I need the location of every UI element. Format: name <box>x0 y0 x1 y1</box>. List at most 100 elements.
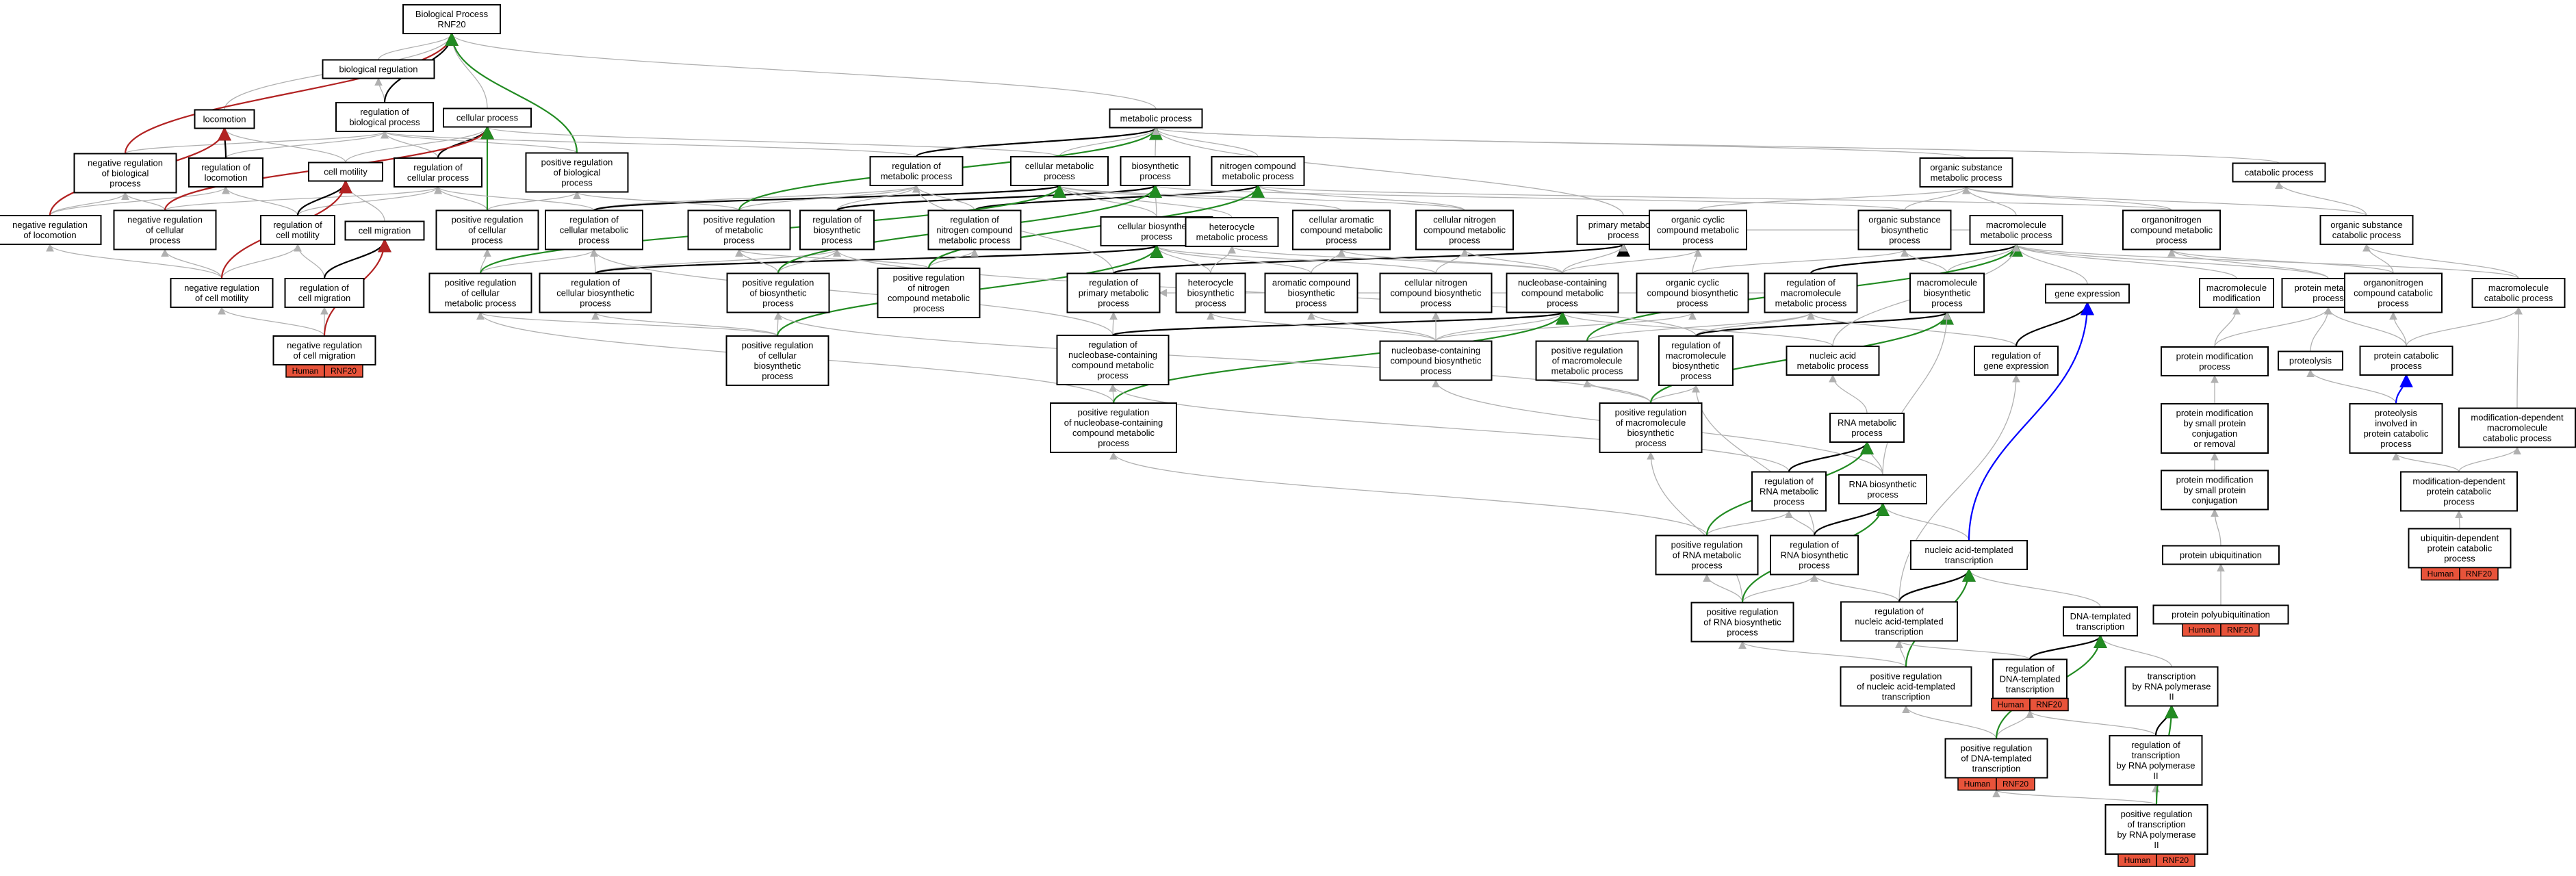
go-term-node-cellmig[interactable]: cell migration <box>344 220 425 241</box>
go-term-label-line: regulation of <box>812 215 862 225</box>
go-term-label-line: cellular metabolic <box>560 225 629 235</box>
go-term-node-catab[interactable]: catabolic process <box>2232 162 2326 183</box>
go-term-label-line: compound metabolic <box>1424 225 1506 235</box>
go-term-node-moddepmcp[interactable]: modification-dependentmacromoleculecatab… <box>2458 407 2576 448</box>
go-term-box <box>2161 403 2269 454</box>
go-term-node-geneexp[interactable]: gene expression <box>2045 283 2130 304</box>
go-term-node-protubiq[interactable]: protein ubiquitination <box>2162 545 2280 565</box>
go-term-box <box>1751 471 1827 512</box>
go-term-node-proteolysis[interactable]: proteolysis <box>2278 350 2343 371</box>
edge-is-a-protcat-to-mcp <box>2406 306 2523 347</box>
go-term-node-cellproc[interactable]: cellular process <box>443 107 532 128</box>
go-term-node-protpolyubiq[interactable]: protein polyubiquitination <box>2152 604 2289 625</box>
go-term-label-line: organic substance <box>1868 215 1941 225</box>
go-term-node-regmbp[interactable]: regulation ofmacromoleculebiosyntheticpr… <box>1658 335 1734 386</box>
go-term-label-line: metabolic process <box>1931 172 2002 183</box>
go-term-label-line: RNA metabolic <box>1760 487 1818 497</box>
edge-is-a-posregmbp-to-posregbsp <box>774 311 1651 404</box>
edge-regulates-reggeneexp-to-geneexp <box>2015 301 2094 347</box>
go-term-node-loco[interactable]: locomotion <box>194 109 255 129</box>
go-term-node-cellmot[interactable]: cell motility <box>308 162 383 182</box>
go-term-label-line: of RNA biosynthetic <box>1703 617 1781 628</box>
go-term-node-bioreg[interactable]: biological regulation <box>322 59 435 79</box>
go-term-node-regnbcmp[interactable]: regulation ofnucleobase-containingcompou… <box>1056 335 1170 385</box>
go-term-node-metproc[interactable]: metabolic process <box>1109 108 1203 129</box>
